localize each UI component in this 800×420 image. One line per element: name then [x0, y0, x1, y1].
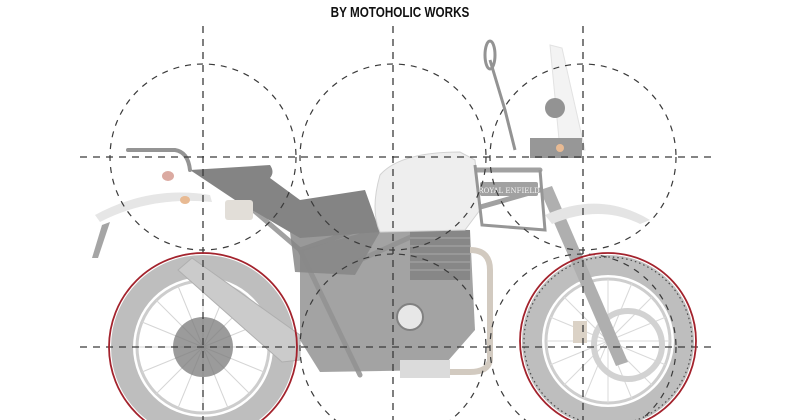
tail-light — [162, 171, 174, 181]
bash-plate — [400, 360, 450, 378]
mirror — [483, 39, 497, 71]
handlebar — [488, 59, 517, 151]
fuel-tank — [374, 151, 481, 233]
tank-badge — [480, 182, 538, 196]
guide-circle — [489, 63, 677, 251]
seat — [190, 165, 380, 238]
guide-circle — [489, 253, 677, 420]
rear-fender — [95, 192, 212, 222]
front-indicator — [556, 144, 564, 152]
guide-circle — [299, 63, 487, 251]
front-wheel-dotted-ring — [523, 256, 693, 420]
footpeg-plate — [225, 200, 253, 220]
motorcycle-illustration: ROYAL ENFIELD — [92, 39, 694, 420]
brake-caliper — [573, 321, 587, 343]
guide-circle — [109, 63, 297, 251]
windscreen — [549, 44, 586, 151]
header-pipe — [430, 247, 493, 375]
instrument-cluster — [545, 98, 565, 118]
front-fender — [545, 203, 650, 224]
plate-bracket — [92, 222, 110, 258]
engine-logo — [396, 303, 424, 331]
construction-circles — [109, 63, 677, 420]
guide-circle — [299, 253, 487, 420]
rear-wheel-outline — [108, 252, 298, 420]
rear-indicator — [180, 196, 190, 204]
front-fork — [540, 186, 628, 366]
front-disc — [591, 308, 665, 382]
credit-title: BY MOTOHOLIC WORKS — [330, 4, 470, 21]
rear-rack — [126, 148, 192, 172]
tank-badge-text: ROYAL ENFIELD — [478, 187, 540, 195]
front-wheel-outline — [519, 252, 697, 420]
construction-grid — [80, 26, 712, 420]
